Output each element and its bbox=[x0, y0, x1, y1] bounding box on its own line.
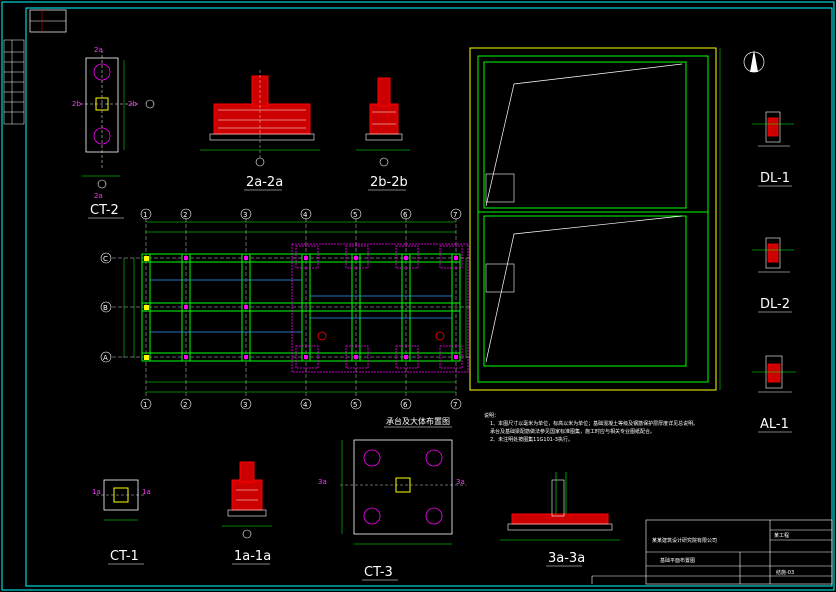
tag-3a-left: 3a bbox=[318, 478, 327, 486]
drawing-name: 基础平面布置图 bbox=[660, 557, 695, 564]
tag-2a-top: 2a bbox=[94, 46, 103, 54]
ct3-detail bbox=[340, 439, 466, 545]
company-name: 某某建筑设计研究院有限公司 bbox=[652, 537, 717, 544]
tag-3a-right: 3a bbox=[456, 478, 465, 486]
foundation-plan bbox=[100, 208, 470, 410]
axis-top-5: 5 bbox=[353, 211, 357, 219]
al1-title: AL-1 bbox=[760, 417, 789, 432]
dl2-detail bbox=[752, 237, 794, 273]
ct2-detail bbox=[80, 50, 155, 189]
ct2-title: CT-2 bbox=[90, 203, 119, 218]
axis-bottom-6: 6 bbox=[403, 401, 408, 409]
notes-line-3: 2、未注明处按图集11G101-3执行。 bbox=[490, 436, 573, 443]
axis-bottom-3: 3 bbox=[243, 401, 247, 409]
dl1-detail bbox=[752, 111, 794, 147]
section-1a-drawing bbox=[222, 461, 272, 539]
axis-top-3: 3 bbox=[243, 211, 247, 219]
notes-heading: 说明： bbox=[484, 412, 499, 419]
tag-2a-bottom: 2a bbox=[94, 192, 103, 200]
drawing-number: 结施-03 bbox=[776, 569, 794, 576]
axis-bottom-5: 5 bbox=[353, 401, 357, 409]
ct3-title: CT-3 bbox=[364, 565, 393, 580]
plan-title: 承台及大体布置图 bbox=[386, 416, 450, 426]
section-2a-drawing bbox=[200, 70, 320, 167]
ct1-title: CT-1 bbox=[110, 549, 139, 564]
revision-strip bbox=[3, 39, 25, 125]
notes-line-1: 1、本图尺寸以毫米为单位，标高以米为单位；基础混凝土等级及钢筋保护层厚度详见总说… bbox=[490, 420, 698, 427]
section-3a-drawing bbox=[500, 472, 620, 541]
tag-1a-right: 1a bbox=[142, 488, 151, 496]
project-name: 某工程 bbox=[774, 532, 789, 539]
title-block bbox=[591, 519, 833, 585]
axis-bottom-7: 7 bbox=[453, 401, 457, 409]
axis-bottom-1: 1 bbox=[143, 401, 147, 409]
tag-2b-left: 2b bbox=[72, 100, 81, 108]
inner-border bbox=[25, 7, 833, 587]
section-2b-title: 2b-2b bbox=[370, 175, 408, 190]
axis-row-b: B bbox=[103, 304, 108, 312]
axis-row-c: C bbox=[103, 255, 108, 263]
tag-2b-right: 2b bbox=[128, 100, 137, 108]
section-2a-title: 2a-2a bbox=[246, 175, 283, 190]
axis-row-a: A bbox=[103, 354, 108, 362]
ct1-detail bbox=[96, 479, 146, 521]
axis-top-4: 4 bbox=[303, 211, 308, 219]
axis-top-1: 1 bbox=[143, 211, 147, 219]
notes-line-2: 承台及基础梁配筋做法参见国家标准图集，施工时应与相关专业图纸配合。 bbox=[490, 428, 655, 435]
al1-detail bbox=[752, 355, 796, 393]
axis-top-2: 2 bbox=[183, 211, 187, 219]
sheet-tag-box bbox=[29, 9, 67, 33]
axis-top-6: 6 bbox=[403, 211, 408, 219]
tag-1a-left: 1a bbox=[92, 488, 101, 496]
dl1-title: DL-1 bbox=[760, 171, 790, 186]
section-3a-title: 3a-3a bbox=[548, 551, 585, 566]
section-1a-title: 1a-1a bbox=[234, 549, 271, 564]
section-2b-drawing bbox=[356, 77, 410, 167]
roof-plan-frame bbox=[469, 47, 721, 391]
axis-bottom-4: 4 bbox=[303, 401, 308, 409]
dl2-title: DL-2 bbox=[760, 297, 790, 312]
axis-bottom-2: 2 bbox=[183, 401, 187, 409]
axis-top-7: 7 bbox=[453, 211, 457, 219]
north-arrow-icon bbox=[743, 50, 765, 73]
